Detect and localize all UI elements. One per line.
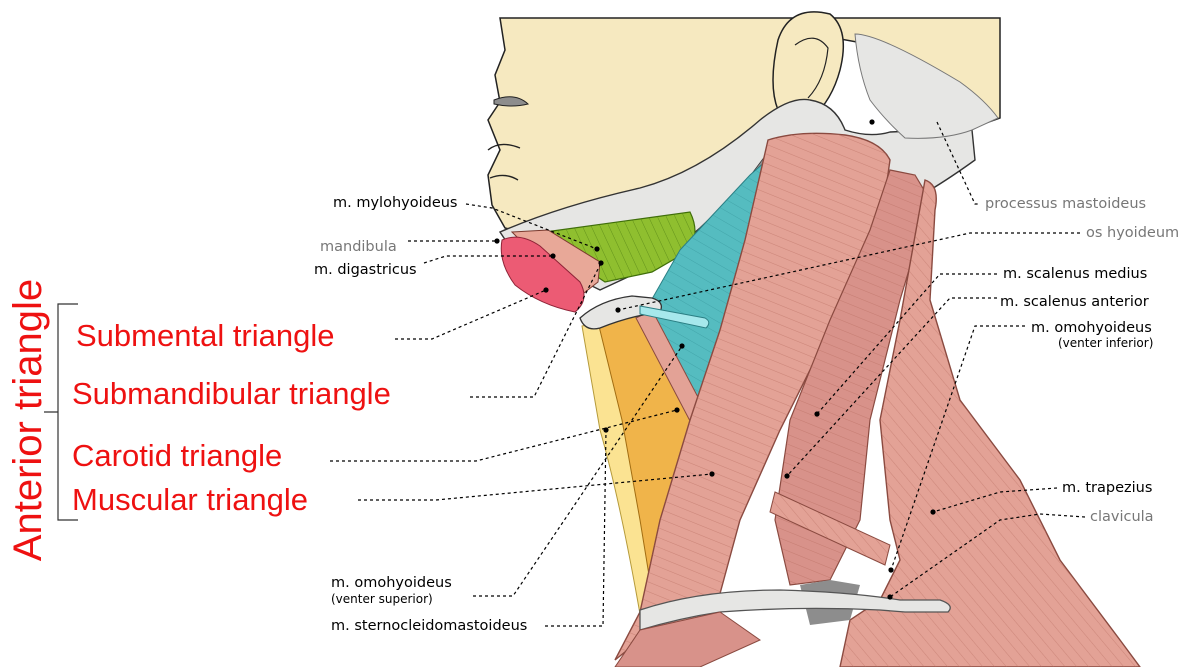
leader-lines — [330, 121, 1086, 627]
clavicula-label: clavicula — [1090, 509, 1154, 525]
omohyoideus-superior-label: m. omohyoideus — [331, 575, 452, 591]
muscular-triangle-label: Muscular triangle — [72, 482, 309, 517]
anterior-triangle-label: Anterior triangle — [6, 278, 50, 562]
omohyoideus-inferior-label: m. omohyoideus — [1031, 320, 1152, 336]
scalenus-medius-label: m. scalenus medius — [1003, 266, 1148, 282]
group-bracket — [44, 303, 78, 521]
omohyoideus-superior-sublabel: (venter superior) — [331, 592, 433, 606]
leader-dots — [494, 119, 936, 600]
mandibula-label: mandibula — [320, 239, 397, 255]
carotid-triangle-label: Carotid triangle — [72, 438, 283, 473]
os-hyoideum-label: os hyoideum — [1086, 225, 1180, 241]
omohyoideus-inferior-sublabel: (venter inferior) — [1058, 336, 1154, 350]
scalenus-anterior-label: m. scalenus anterior — [1000, 294, 1149, 310]
submental-triangle-label: Submental triangle — [76, 318, 335, 353]
digastric-anterior — [500, 236, 585, 313]
submandibular-triangle-label: Submandibular triangle — [72, 376, 391, 411]
sternocleidomastoideus-label: m. sternocleidomastoideus — [331, 618, 528, 634]
trapezius-label: m. trapezius — [1062, 480, 1153, 496]
digastricus-label: m. digastricus — [314, 262, 417, 278]
mylohyoideus-label: m. mylohyoideus — [333, 195, 458, 211]
ear — [772, 11, 845, 125]
processus-mastoideus-label: processus mastoideus — [985, 196, 1147, 212]
